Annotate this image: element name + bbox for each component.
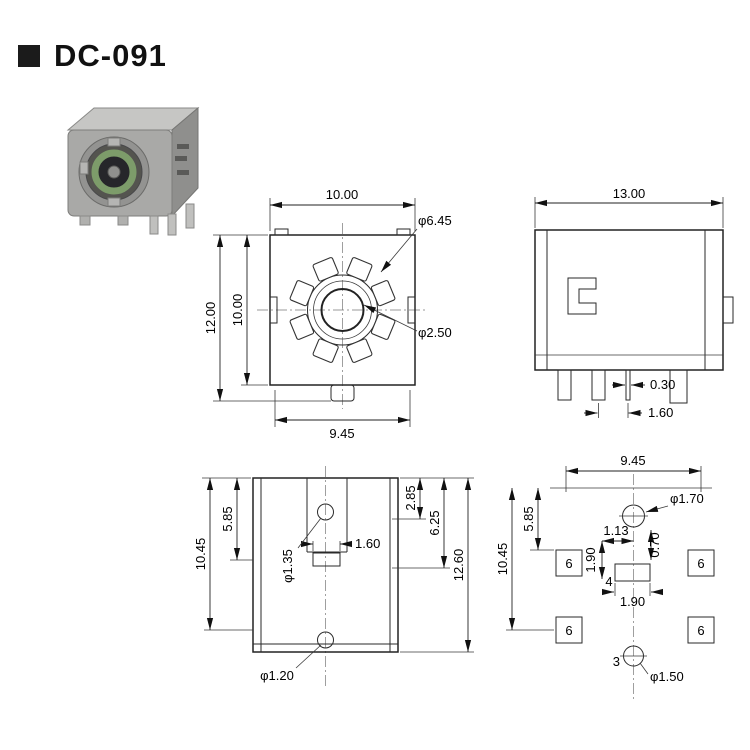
pcb-dim-hole-y-label: 1.90: [583, 547, 598, 572]
front-dimensions: 10.00 12.00 10.00 9.45: [203, 187, 415, 441]
side-dimensions: 13.00 0.30 1.60: [535, 186, 723, 420]
pcb-pad-size-label: 6: [565, 556, 572, 571]
bottom-dia-hole-top-label: φ1.35: [280, 549, 295, 583]
bottom-dim-inner-label: 5.85: [220, 506, 235, 531]
pcb-dim-slot-y-label: 0.70: [647, 532, 662, 557]
title-block: DC-091: [18, 38, 167, 74]
front-dia-pin-label: φ2.50: [418, 325, 452, 340]
front-shield-gear: [289, 257, 396, 363]
pcb-dim-hole-x-label: 1.13: [603, 523, 628, 538]
side-dim-pin-thickness-label: 0.30: [650, 377, 675, 392]
pcb-pad-size-label: 6: [697, 556, 704, 571]
pcb-dia-hole-top-label: φ1.70: [670, 491, 704, 506]
pcb-pad-number-label: 4: [605, 574, 612, 589]
pcb-dim-width-label: 9.45: [620, 453, 645, 468]
bottom-dimensions: 5.85 10.45 2.85 6.25 12.60 1.60: [193, 478, 472, 652]
pcb-pad-size-label: 6: [697, 623, 704, 638]
bottom-view-drawing: 5.85 10.45 2.85 6.25 12.60 1.60 φ1.35 φ1…: [193, 466, 474, 688]
side-dim-pin-offset-label: 1.60: [648, 405, 673, 420]
front-body-outline: [269, 228, 416, 402]
pcb-dim-pad-width-label: 1.90: [620, 594, 645, 609]
bottom-dim-right-mid-label: 6.25: [427, 510, 442, 535]
front-dim-height-inner-label: 10.00: [230, 294, 245, 327]
front-callouts: φ6.45 φ2.50: [363, 213, 452, 340]
front-view-drawing: 10.00 12.00 10.00 9.45 φ6.45 φ2.50: [203, 187, 452, 441]
pcb-dim-height-outer-label: 10.45: [495, 543, 510, 576]
side-dim-depth-label: 13.00: [613, 186, 646, 201]
front-centerlines: [257, 223, 427, 409]
page-title: DC-091: [54, 38, 167, 73]
bottom-dim-right-upper-label: 2.85: [403, 485, 418, 510]
pcb-dimensions: 9.45 5.85 10.45 1.13 1.90 0.70 4 1.90: [495, 453, 701, 630]
side-body-outline: [534, 229, 734, 404]
bottom-extension-lines: [202, 477, 474, 653]
bottom-callouts: φ1.35 φ1.20: [260, 517, 322, 683]
front-dim-height-total-label: 12.00: [203, 302, 218, 335]
pcb-pads: 6 6 6 6: [555, 504, 715, 667]
pcb-view-drawing: 6 6 6 6 9.45 5.85 10.45 1.13 1.90 0.70 4: [495, 453, 715, 701]
bottom-dim-outer-label: 10.45: [193, 538, 208, 571]
pcb-callouts: φ1.70 3 φ1.50: [613, 491, 704, 684]
front-dim-width-label: 10.00: [326, 187, 359, 202]
photo-port: [78, 136, 150, 208]
side-view-drawing: 13.00 0.30 1.60: [534, 186, 734, 420]
title-bullet-icon: [18, 45, 40, 67]
front-dia-shield-label: φ6.45: [418, 213, 452, 228]
front-dim-bottom-label: 9.45: [329, 426, 354, 441]
bottom-body-outline: [252, 477, 399, 653]
bottom-dim-slot-label: 1.60: [355, 536, 380, 551]
bottom-dia-hole-bottom-label: φ1.20: [260, 668, 294, 683]
bottom-dim-right-total-label: 12.60: [451, 549, 466, 582]
photo-pins: [79, 203, 195, 236]
pcb-dia-hole-bottom-label: φ1.50: [650, 669, 684, 684]
pcb-pad-size-label: 6: [565, 623, 572, 638]
pcb-hole-number-label: 3: [613, 654, 620, 669]
product-photo: [66, 106, 200, 236]
pcb-dim-height-inner-label: 5.85: [521, 506, 536, 531]
